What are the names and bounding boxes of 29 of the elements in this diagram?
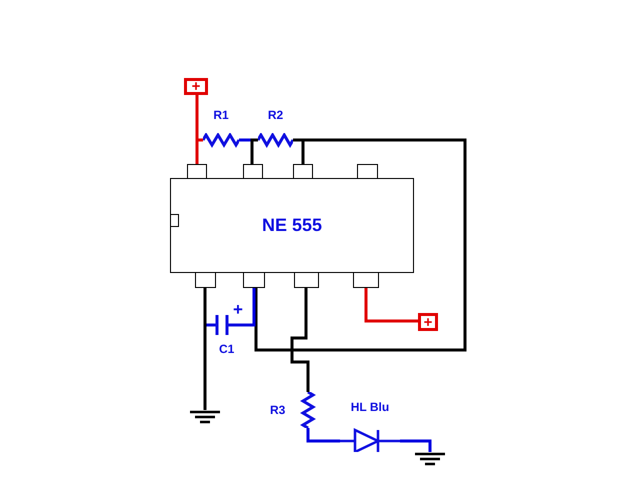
component-label: C1: [219, 342, 234, 356]
wire: [250, 288, 256, 326]
wire: [364, 288, 418, 322]
ic-pin: [294, 272, 319, 288]
component-label: R1: [213, 108, 229, 122]
wire: [306, 428, 340, 442]
ic-pin: [187, 164, 207, 179]
ic-pin: [357, 164, 378, 179]
ground-symbol: [190, 410, 220, 426]
wire: [290, 288, 310, 392]
ic-pin: [293, 164, 313, 179]
power-terminal: +: [184, 78, 208, 95]
wire: [204, 288, 206, 410]
wire: [196, 95, 203, 142]
ic-pin: [195, 272, 216, 288]
ic-pin: [353, 272, 379, 288]
ground-symbol: [415, 452, 445, 468]
power-terminal: +: [418, 313, 438, 331]
wire: [250, 138, 258, 164]
wire: [254, 138, 466, 352]
component-label: HL Blu: [350, 400, 390, 414]
ic-body: [170, 178, 414, 273]
wire: [400, 440, 432, 452]
ic-pin: [243, 272, 265, 288]
component-label: R2: [268, 108, 284, 122]
chip-label: NE 555: [262, 215, 322, 236]
polarity-mark: +: [233, 301, 243, 318]
component-label: R3: [270, 403, 286, 417]
ic-pin: [243, 164, 263, 179]
